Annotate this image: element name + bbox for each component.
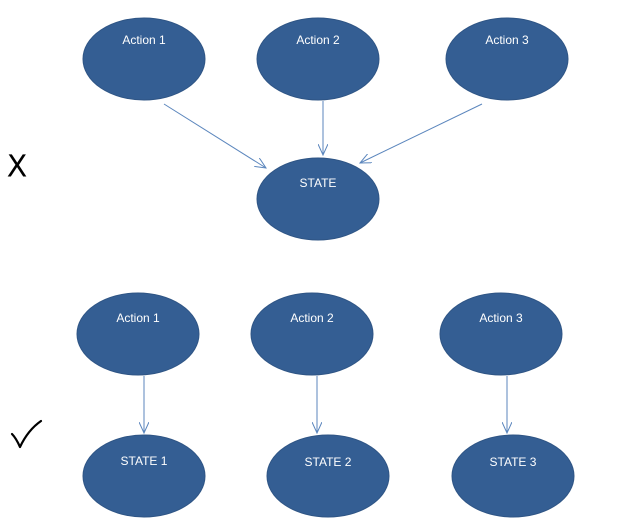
node-label: Action 3 [479, 311, 523, 325]
node-label: Action 1 [116, 311, 160, 325]
node-label: Action 2 [296, 33, 340, 47]
node-label: STATE 2 [305, 455, 352, 469]
node-state-3: STATE 3 [451, 434, 575, 518]
wrong-mark: X [7, 150, 28, 185]
node-action-3: Action 3 [445, 17, 569, 101]
node-label: STATE 1 [121, 454, 168, 468]
wrong-arrangement: Action 1 Action 2 Action 3 STATE X [7, 17, 569, 241]
node-label: STATE 3 [490, 455, 537, 469]
node-state: STATE [256, 157, 380, 241]
node-action-2: Action 2 [250, 292, 374, 376]
edge-action-1-to-state [163, 103, 266, 168]
node-label: Action 1 [122, 33, 166, 47]
node-action-3: Action 3 [439, 292, 563, 376]
node-action-1: Action 1 [76, 292, 200, 376]
node-state-2: STATE 2 [266, 434, 390, 518]
edge-action-3-to-state [360, 103, 483, 163]
node-action-1: Action 1 [82, 17, 206, 101]
node-label: Action 2 [290, 311, 334, 325]
node-state-1: STATE 1 [82, 434, 206, 518]
checkmark-icon [10, 419, 43, 449]
node-label: STATE [300, 176, 337, 190]
node-action-2: Action 2 [256, 17, 380, 101]
right-arrangement: Action 1 Action 2 Action 3 STATE 1 STATE… [10, 292, 575, 518]
node-label: Action 3 [485, 33, 529, 47]
